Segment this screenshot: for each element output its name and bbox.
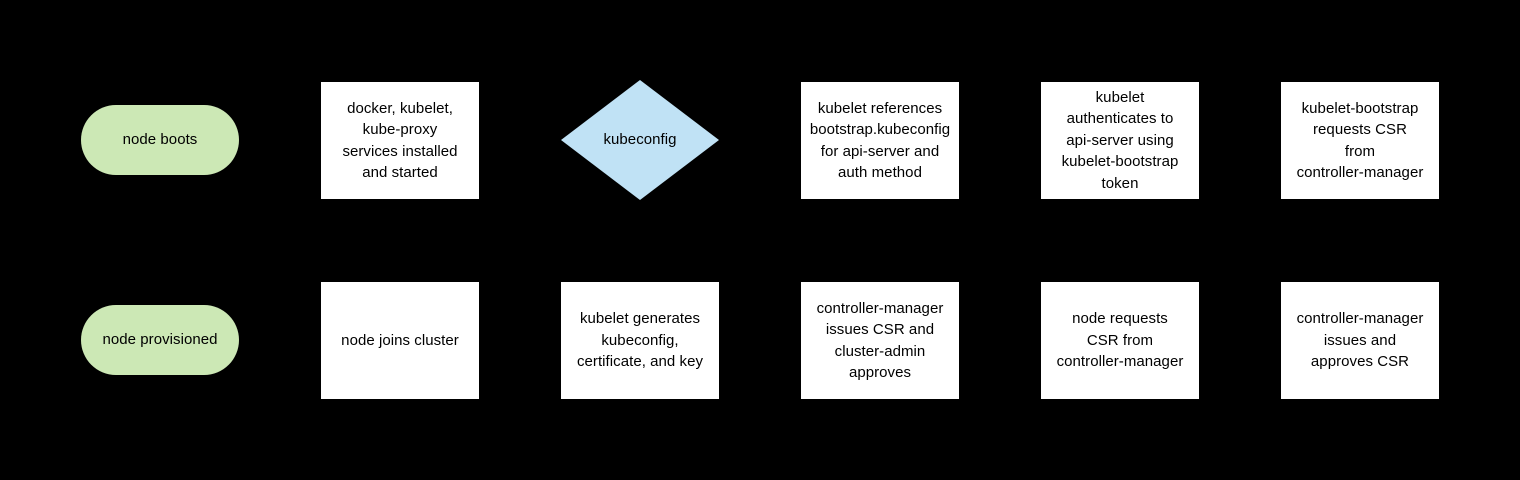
- flow-node-kubelet-bootstrap-requests-csr[interactable]: kubelet-bootstrap requests CSR from cont…: [1281, 82, 1439, 199]
- flow-node-label: node joins cluster: [341, 331, 459, 349]
- flow-node-kubelet-authenticates[interactable]: kubelet authenticates to api-server usin…: [1041, 82, 1199, 199]
- flow-node-node-boots[interactable]: node boots: [81, 105, 239, 175]
- flow-node-label: node boots: [122, 131, 198, 149]
- flow-node-label: kubelet generates kubeconfig, certificat…: [576, 310, 704, 371]
- flow-node-label: kubelet references bootstrap.kubeconfig …: [809, 99, 951, 182]
- diamond-shape-icon: [561, 80, 719, 200]
- flow-node-label: kubeconfig: [603, 131, 677, 149]
- flow-node-controller-manager-issues-approves[interactable]: controller-manager issues and approves C…: [1281, 282, 1439, 399]
- flow-node-kubeconfig-decision[interactable]: kubeconfig: [561, 80, 719, 200]
- flow-node-label: controller-manager issues CSR and cluste…: [816, 299, 944, 382]
- flow-node-node-requests-csr[interactable]: node requests CSR from controller-manage…: [1041, 282, 1199, 399]
- flow-node-kubelet-references-bootstrap[interactable]: kubelet references bootstrap.kubeconfig …: [801, 82, 959, 199]
- flow-node-kubelet-generates-kubeconfig[interactable]: kubelet generates kubeconfig, certificat…: [561, 282, 719, 399]
- flow-node-node-joins-cluster[interactable]: node joins cluster: [321, 282, 479, 399]
- flow-node-label: node provisioned: [102, 331, 218, 349]
- flow-node-label: kubelet-bootstrap requests CSR from cont…: [1296, 99, 1424, 182]
- flow-node-services-installed[interactable]: docker, kubelet, kube-proxy services ins…: [321, 82, 479, 199]
- flow-node-label: node requests CSR from controller-manage…: [1056, 310, 1184, 371]
- flow-node-node-provisioned[interactable]: node provisioned: [81, 305, 239, 375]
- flow-node-label: kubelet authenticates to api-server usin…: [1061, 88, 1179, 192]
- flow-node-label: controller-manager issues and approves C…: [1296, 310, 1424, 371]
- flow-node-controller-manager-issues-csr[interactable]: controller-manager issues CSR and cluste…: [801, 282, 959, 399]
- flow-node-label: docker, kubelet, kube-proxy services ins…: [342, 99, 458, 182]
